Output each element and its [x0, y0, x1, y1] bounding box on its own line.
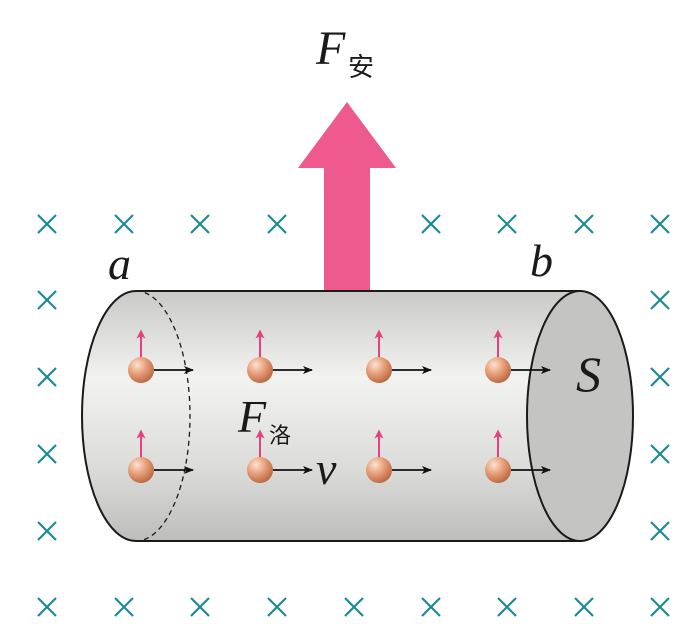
field-cross-icon: [650, 444, 670, 464]
charge-ball: [247, 457, 273, 483]
positive-charge-icon: [366, 429, 432, 483]
moving-charges: [128, 329, 551, 483]
ampere-force-arrow: [298, 102, 396, 290]
cross-section-label: S: [576, 346, 601, 402]
field-cross-icon: [267, 597, 287, 617]
field-cross-icon: [37, 597, 57, 617]
charge-ball: [128, 457, 154, 483]
cylinder-hidden-left-edge: [135, 290, 191, 542]
field-cross-icon: [37, 290, 57, 310]
field-cross-icon: [497, 214, 517, 234]
charge-ball: [366, 357, 392, 383]
field-cross-icon: [114, 214, 134, 234]
cylinder-body: [81, 290, 581, 542]
field-cross-icon: [421, 214, 441, 234]
field-cross-icon: [421, 597, 441, 617]
field-cross-icon: [497, 597, 517, 617]
ampere-force-arrow-shape: [298, 102, 396, 290]
charge-ball: [366, 457, 392, 483]
conductor-cylinder: [81, 290, 634, 542]
field-cross-icon: [37, 444, 57, 464]
positive-charge-icon: [485, 429, 551, 483]
positive-charge-icon: [247, 429, 313, 483]
field-cross-icon: [37, 367, 57, 387]
ampere-force-subscript: 安: [348, 53, 374, 83]
positive-charge-icon: [247, 329, 313, 383]
field-cross-icon: [650, 290, 670, 310]
charge-ball: [485, 457, 511, 483]
field-cross-icon: [650, 521, 670, 541]
ampere-force-label: F: [315, 22, 346, 75]
end-a-label: a: [108, 238, 131, 289]
positive-charge-icon: [128, 329, 194, 383]
field-cross-icon: [190, 214, 210, 234]
lorentz-force-subscript: 洛: [269, 424, 291, 449]
field-cross-icon: [37, 521, 57, 541]
charge-ball: [128, 357, 154, 383]
field-cross-icon: [574, 597, 594, 617]
field-cross-icon: [650, 597, 670, 617]
end-b-label: b: [530, 235, 553, 286]
charge-ball: [247, 357, 273, 383]
positive-charge-icon: [485, 329, 551, 383]
field-cross-icon: [650, 214, 670, 234]
field-cross-icon: [190, 597, 210, 617]
field-cross-icon: [344, 597, 364, 617]
field-cross-icon: [267, 214, 287, 234]
charge-ball: [485, 357, 511, 383]
positive-charge-icon: [128, 429, 194, 483]
field-cross-icon: [114, 597, 134, 617]
velocity-label: v: [316, 443, 337, 494]
cross-section-face: [526, 290, 634, 542]
positive-charge-icon: [366, 329, 432, 383]
magnetic-field-crosses: [37, 214, 670, 617]
field-cross-icon: [650, 367, 670, 387]
lorentz-force-label: F: [237, 391, 267, 442]
field-cross-icon: [574, 214, 594, 234]
field-cross-icon: [37, 214, 57, 234]
